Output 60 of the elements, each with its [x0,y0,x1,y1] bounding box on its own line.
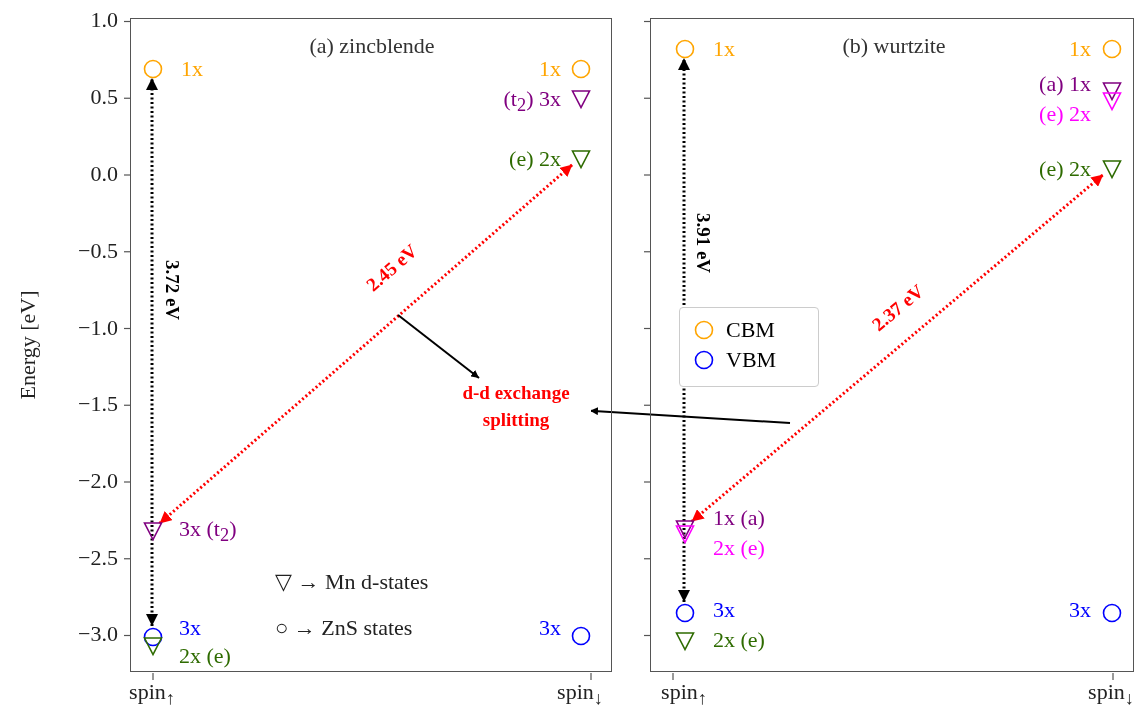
level-label: 1x [713,37,735,61]
level-label: 1x [181,57,203,81]
level-label: 3x [539,616,561,640]
panel-title: (b) wurtzite [842,34,946,58]
triangle-marker [571,149,591,169]
legend-text: CBM [726,318,775,342]
triangle-marker [1102,159,1122,179]
arrow [158,163,574,525]
level-label: 3x [713,598,735,622]
arrow [397,314,480,379]
triangle-marker [571,89,591,109]
axis-tick-label: 0.5 [90,85,118,109]
axis-tick-label: −3.0 [78,622,118,646]
level-label: 1x [1069,37,1091,61]
axis-tick-label: spin$_{↓}$ [557,680,603,711]
level-label: 1x (a) [713,506,765,530]
axis-tick-label: spin$_{↑}$ [129,680,175,711]
level-label: (a) 1x [1039,72,1091,96]
level-label: 2x (e) [713,536,765,560]
axis-tick-label: spin$_{↑}$ [661,680,707,711]
circle-marker [143,59,163,79]
level-label: (e) 2x [1039,157,1091,181]
level-label: 1x [539,57,561,81]
legend-text: VBM [726,348,777,372]
axis-tick-label: 0.0 [90,162,118,186]
legend-text: ▽ → Mn d-states [275,570,429,594]
circle-marker [675,39,695,59]
axis-tick-label: −0.5 [78,239,118,263]
triangle-marker [1102,81,1122,101]
axis-tick-label: −2.5 [78,546,118,570]
axis-tick-label: −1.5 [78,392,118,416]
circle-marker [1102,603,1122,623]
level-label: (e) 2x [1039,102,1091,126]
level-label: 2x (e) [713,628,765,652]
circle-marker [143,627,163,647]
triangle-marker [143,521,163,541]
axis-tick-label: 1.0 [90,8,118,32]
level-label: 3x [179,616,201,640]
circle-marker [571,626,591,646]
arrow [690,173,1105,523]
panel-title: (a) zincblende [309,34,435,58]
level-label: (t$_{2}$) 3x [503,87,561,118]
triangle-marker [1102,91,1122,111]
axis-tick-label: −2.0 [78,469,118,493]
level-label: 3x [1069,598,1091,622]
circle-marker [1102,39,1122,59]
triangle-marker [675,524,695,544]
triangle-marker [143,636,163,656]
legend-text: ○ → ZnS states [275,616,413,640]
level-label: 3x (t$_{2}$) [179,517,237,548]
triangle-marker [675,519,695,539]
circle-marker [571,59,591,79]
triangle-marker [675,631,695,651]
level-label: (e) 2x [509,147,561,171]
axis-title: Energy [eV] [16,290,40,400]
circle-marker [675,603,695,623]
axis-tick-label: −1.0 [78,316,118,340]
arrow [146,78,158,626]
level-label: 2x (e) [179,644,231,668]
axis-tick-label: spin$_{↓}$ [1088,680,1134,711]
